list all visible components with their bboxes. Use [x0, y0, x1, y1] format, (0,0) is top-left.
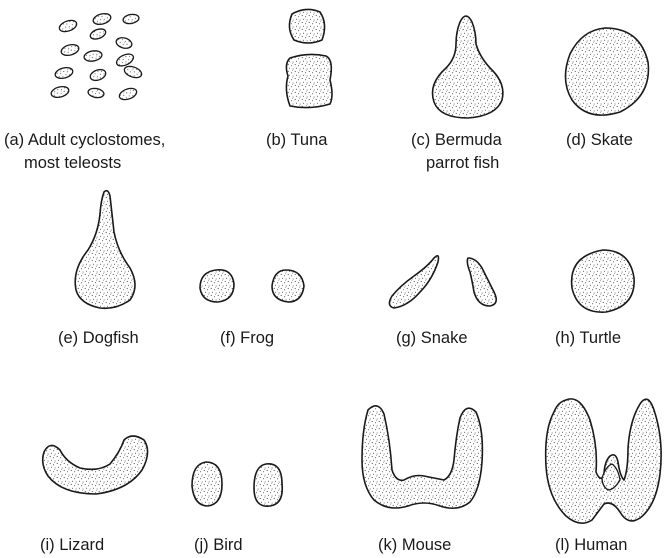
panel-k-mouse-gland — [362, 406, 482, 508]
label-f: (f) Frog — [220, 329, 274, 347]
panel-i-lizard-gland — [43, 436, 148, 494]
panel-d-skate-gland — [565, 28, 648, 115]
label-h: (h) Turtle — [555, 329, 621, 347]
label-k: (k) Mouse — [378, 536, 451, 554]
panel-a-follicles — [50, 12, 143, 102]
svg-text:(a) Adult cyclostomes,: (a) Adult cyclostomes, — [4, 131, 165, 149]
label-c: (c) Bermuda parrot fish — [411, 131, 503, 172]
label-a: (a) Adult cyclostomes, most teleosts — [4, 131, 165, 172]
svg-text:most teleosts: most teleosts — [24, 154, 121, 172]
panel-j-bird-glands — [192, 462, 282, 506]
label-i: (i) Lizard — [40, 536, 104, 554]
panel-e-dogfish-gland — [75, 191, 135, 309]
label-l: (l) Human — [555, 536, 627, 554]
panel-l-human-gland — [546, 399, 661, 523]
panel-g-snake-glands — [389, 256, 496, 308]
label-e: (e) Dogfish — [58, 329, 139, 347]
panel-c-parrotfish-gland — [433, 16, 503, 118]
label-g: (g) Snake — [396, 329, 468, 347]
label-b: (b) Tuna — [266, 131, 328, 149]
svg-text:parrot fish: parrot fish — [426, 154, 499, 172]
label-d: (d) Skate — [566, 131, 633, 149]
svg-text:(c) Bermuda: (c) Bermuda — [411, 131, 503, 149]
label-j: (j) Bird — [194, 536, 243, 554]
panel-f-frog-glands — [200, 270, 304, 302]
panel-h-turtle-gland — [572, 250, 635, 312]
panel-b-tuna-gland — [286, 9, 332, 107]
